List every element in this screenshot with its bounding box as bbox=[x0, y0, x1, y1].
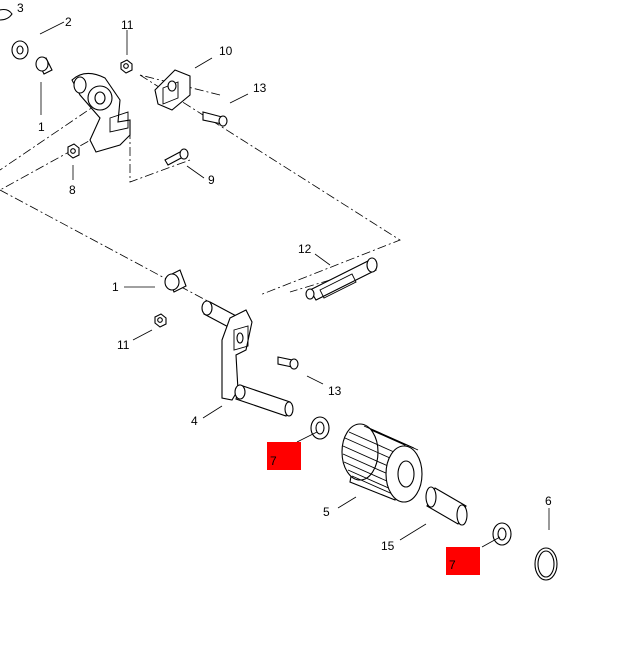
part-cylinder-12 bbox=[305, 257, 378, 301]
callout-11-top: 11 bbox=[121, 18, 134, 32]
highlight-box-left bbox=[267, 442, 301, 470]
part-snap-ring-6 bbox=[534, 547, 558, 581]
callout-1-mid: 1 bbox=[112, 280, 119, 294]
callout-5: 5 bbox=[323, 505, 330, 519]
callout-13-mid: 13 bbox=[328, 384, 342, 398]
callout-9: 9 bbox=[208, 173, 215, 187]
part-eclip-7-right bbox=[492, 522, 512, 546]
part-bracket-arm-top bbox=[71, 72, 131, 153]
callout-13-top: 13 bbox=[253, 81, 267, 95]
callout-6: 6 bbox=[545, 494, 552, 508]
part-nut-8 bbox=[67, 143, 80, 159]
part-bushing-1-top bbox=[35, 56, 53, 75]
part-nut-11-mid bbox=[154, 313, 167, 328]
callout-4: 4 bbox=[191, 414, 198, 428]
highlight-box-right bbox=[446, 547, 480, 575]
callout-8: 8 bbox=[69, 183, 76, 197]
callout-2: 2 bbox=[65, 15, 72, 29]
callout-1-top: 1 bbox=[38, 120, 45, 134]
callout-11-mid: 11 bbox=[117, 338, 130, 352]
callout-15: 15 bbox=[381, 539, 395, 553]
part-nut-11-top bbox=[120, 59, 133, 74]
part-bracket-arm-4 bbox=[221, 309, 253, 401]
callout-12: 12 bbox=[298, 242, 312, 256]
part-ring-3-top bbox=[0, 8, 13, 21]
part-bolt-9 bbox=[164, 148, 189, 166]
part-mount-plate-10 bbox=[154, 69, 191, 111]
part-washer-2 bbox=[11, 40, 29, 60]
part-bolt-13-mid bbox=[277, 356, 299, 370]
callout-7-right: 7 bbox=[449, 558, 456, 572]
part-shaft-lower bbox=[234, 384, 294, 417]
leader-lines bbox=[39, 21, 550, 548]
part-eclip-7-left bbox=[310, 416, 330, 440]
part-pulley-5 bbox=[341, 423, 423, 503]
callout-10: 10 bbox=[219, 44, 233, 58]
part-bushing-15 bbox=[425, 486, 468, 526]
callout-7-left: 7 bbox=[270, 454, 277, 468]
part-bushing-1-mid bbox=[164, 269, 187, 293]
part-bolt-13-top bbox=[202, 111, 228, 127]
assembly-reference-lines bbox=[0, 74, 401, 306]
callout-3: 3 bbox=[17, 1, 24, 15]
